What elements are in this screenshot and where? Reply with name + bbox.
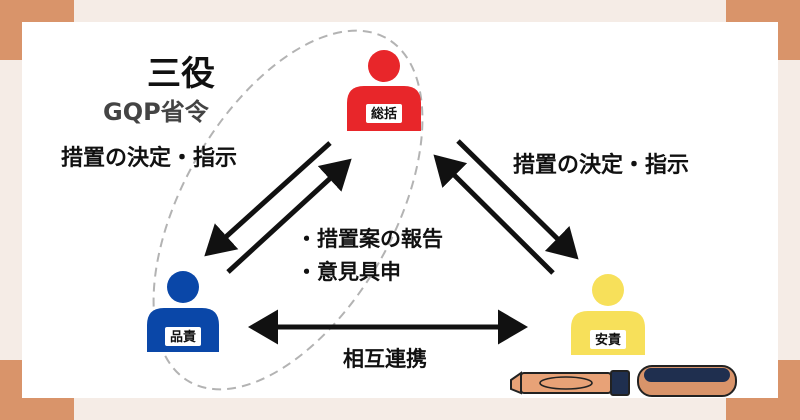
arrow-left-to-top [226,158,352,274]
title-sanyaku: 三役 [147,54,215,94]
report-item: ・措置案の報告 [296,227,443,251]
corner-bottom-right-side [778,360,800,420]
arrow-top-to-left [204,141,332,257]
report-item: ・意見具申 [296,260,401,284]
role-right-person-icon: 安責 [571,274,645,355]
corner-top-right-side [778,0,800,60]
role-left-person-icon: 品責 [147,271,219,352]
role-left-badge [165,327,201,346]
highlighter-marker-icon [510,365,737,397]
arrow-top-to-right [456,139,579,260]
cooperation-label: 相互連携 [343,347,427,371]
role-top-person-icon: 総括 [347,50,421,131]
subtitle-gqp-ordinance: GQP省令 [103,98,209,126]
left-instruction-label: 措置の決定・指示 [61,146,238,171]
role-top-label: 総括 [371,106,397,122]
role-right-badge [590,330,626,349]
role-top-badge [366,104,402,123]
role-top-head [368,50,400,82]
corner-top-left-side [0,0,22,60]
role-right-label: 安責 [595,332,621,348]
right-instruction-label: 措置の決定・指示 [513,153,690,178]
role-left-head [167,271,199,303]
arrow-right-to-top [433,154,555,275]
role-left-label: 品責 [170,329,196,345]
corner-bottom-left-side [0,360,22,420]
sanyaku-dashed-ellipse [152,29,424,391]
role-right-head [592,274,624,306]
